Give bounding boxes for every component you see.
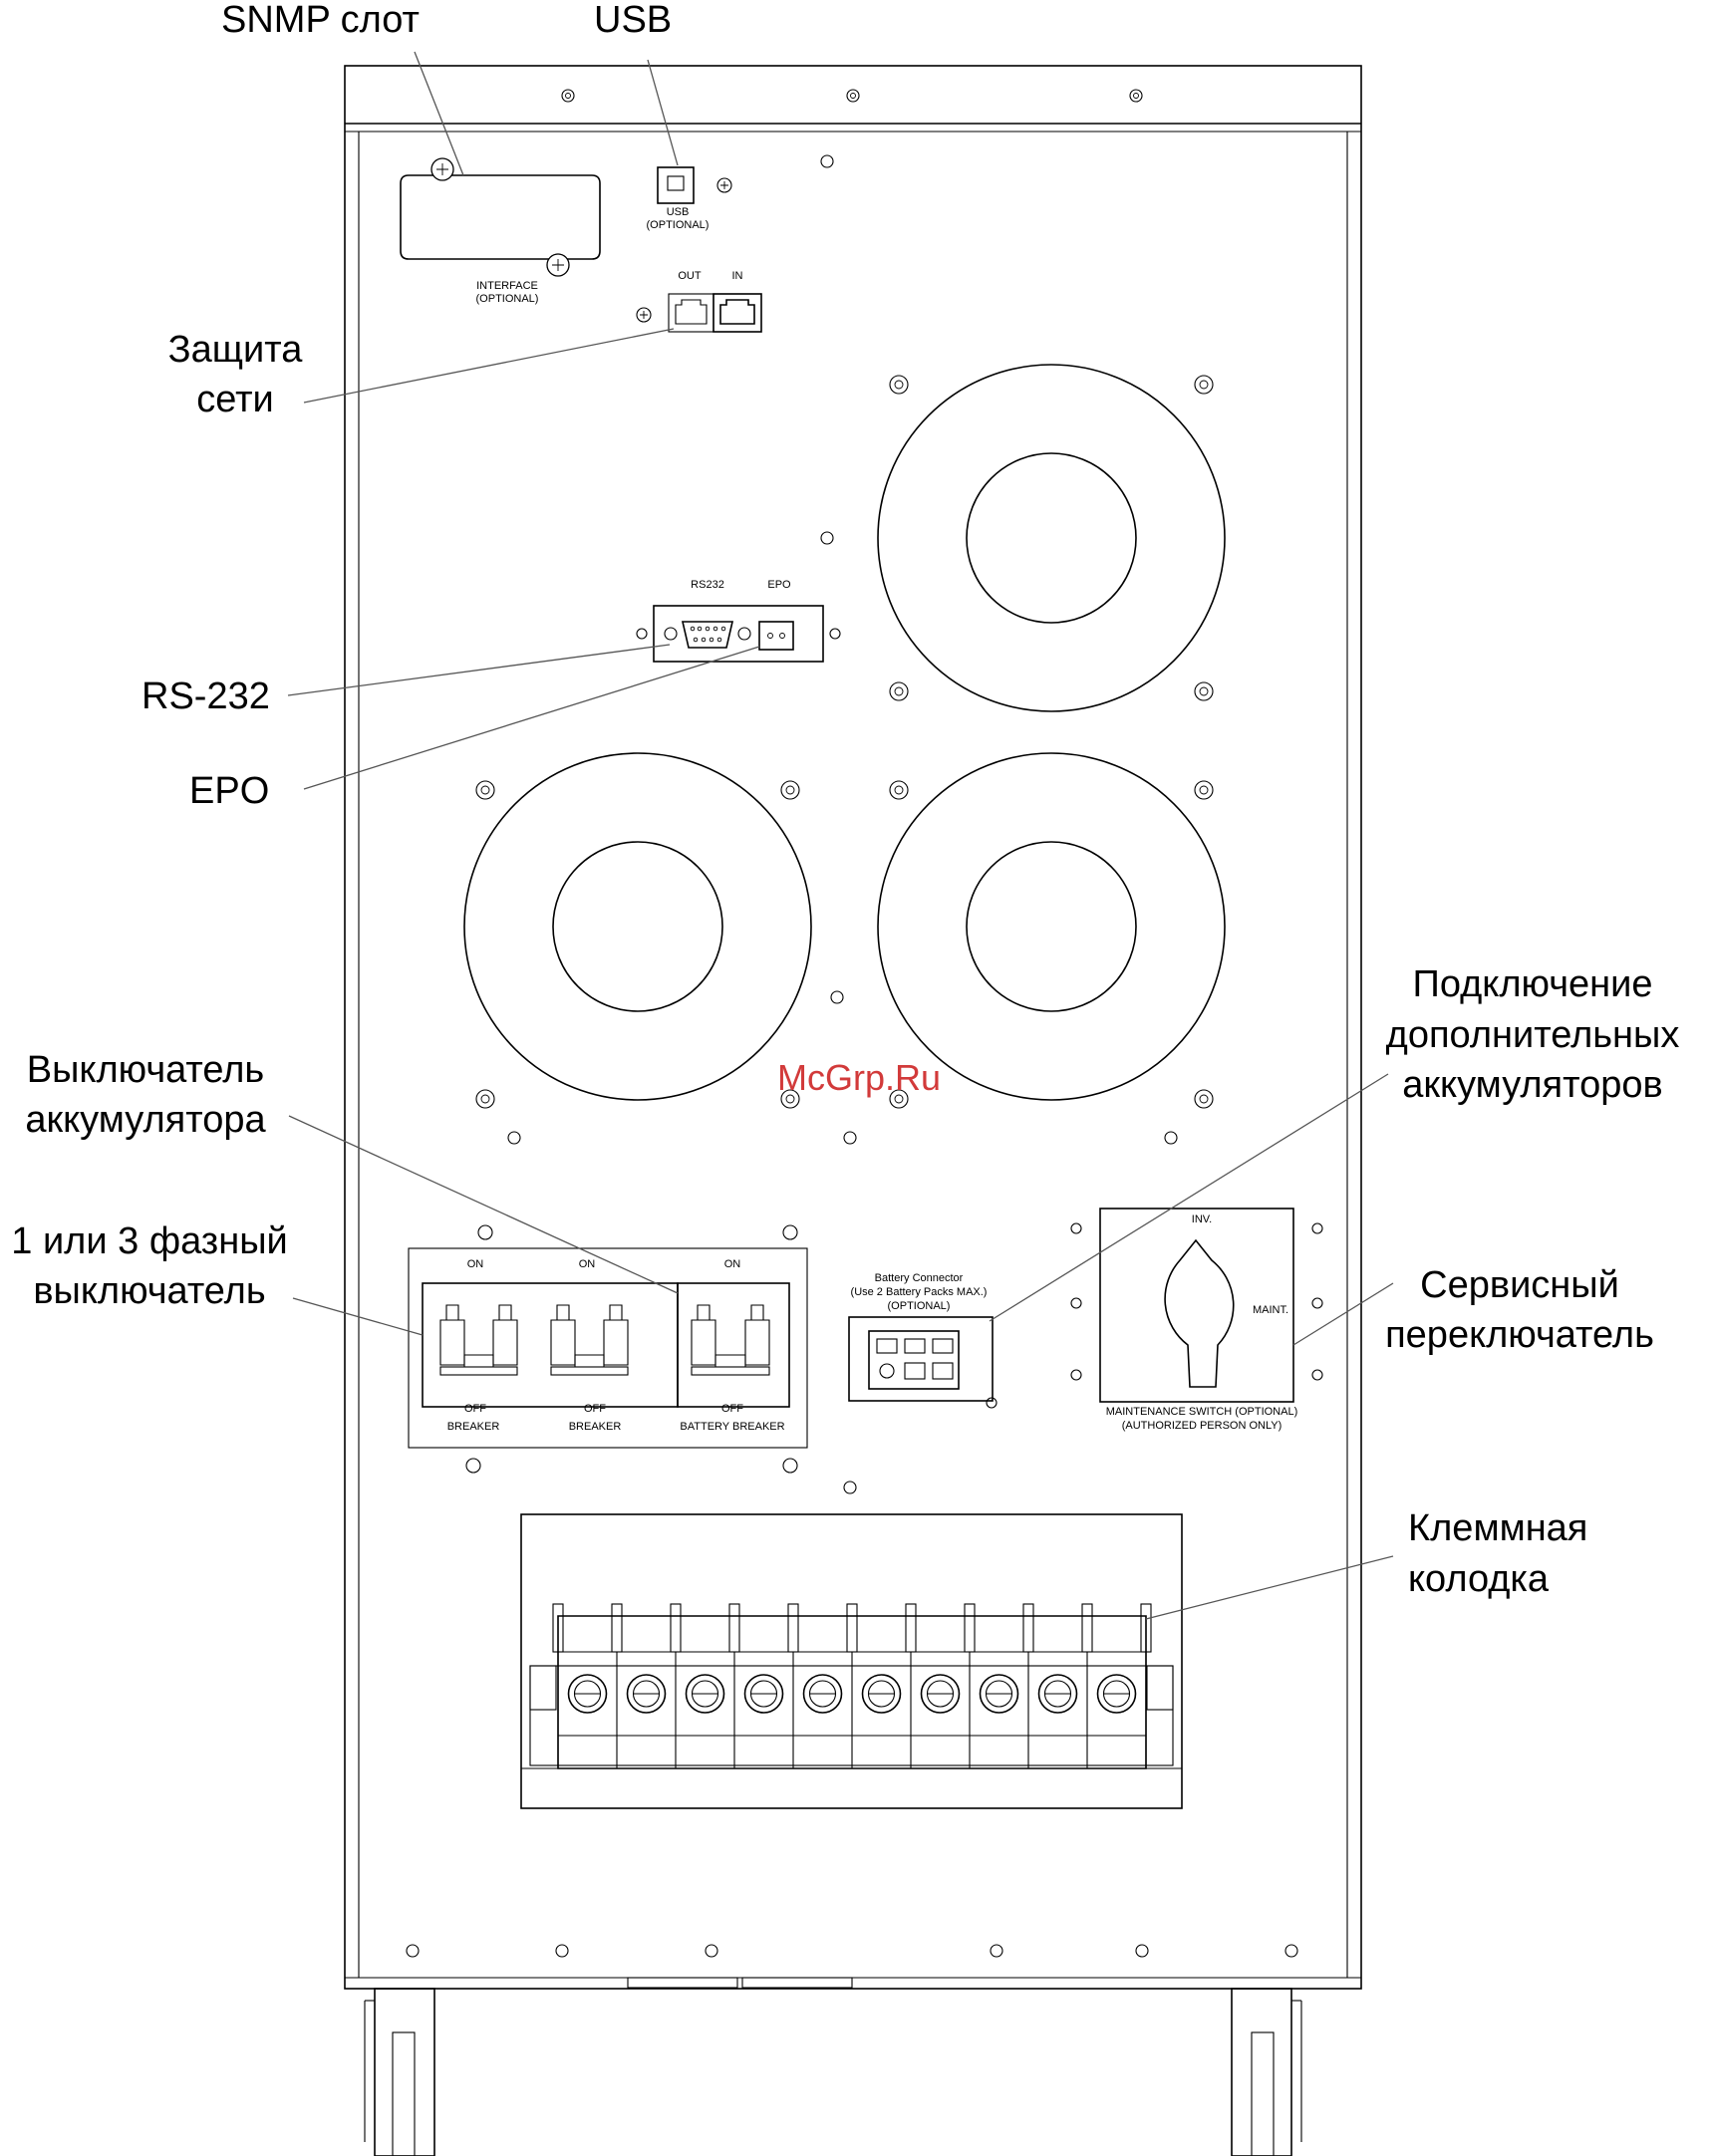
battery-connector-label: Battery Connector (875, 1272, 964, 1284)
battery-connector: Battery Connector (Use 2 Battery Packs M… (848, 1272, 998, 1409)
in-label: IN (732, 270, 743, 282)
maintenance-switch-knob[interactable] (1164, 1238, 1235, 1388)
battery-breaker[interactable] (677, 1282, 790, 1408)
terminal-fin (670, 1603, 682, 1653)
terminal-screw[interactable] (567, 1674, 608, 1714)
off-label-3: OFF (721, 1403, 743, 1415)
usb-port: USB (OPTIONAL) (647, 166, 732, 231)
phase-breaker-callout-1: 1 или 3 фазный (11, 1220, 288, 1262)
breaker-label-1: BREAKER (447, 1421, 500, 1433)
terminal-fin (728, 1603, 740, 1653)
interface-optional-label: (OPTIONAL) (476, 293, 539, 305)
caster-right (1231, 1988, 1302, 2156)
epo-callout: EPO (189, 770, 269, 812)
maintenance-switch-label: MAINTENANCE SWITCH (OPTIONAL) (1106, 1406, 1298, 1418)
top-rail-screws (561, 89, 1143, 103)
maintenance-switch: INV. MAINT. MAINTENANCE SWITCH (OPTIONAL… (1070, 1208, 1323, 1432)
fan-bottom-right (877, 752, 1226, 1109)
terminal-fin (905, 1603, 917, 1653)
terminal-fin (846, 1603, 858, 1653)
epo-panel-label: EPO (767, 579, 791, 591)
terminal-block (520, 1513, 1183, 1809)
breaker-panel: ON ON ON OFF OFF OFF BREAKER BREAKER BAT… (408, 1224, 808, 1474)
leader-lines (287, 51, 1394, 1620)
on-label-2: ON (579, 1258, 596, 1270)
on-label-3: ON (724, 1258, 741, 1270)
inv-label: INV. (1192, 1213, 1212, 1225)
off-label-2: OFF (584, 1403, 606, 1415)
terminal-screw[interactable] (1096, 1674, 1137, 1714)
service-switch-callout-2: переключатель (1385, 1314, 1654, 1356)
battery-breaker-label: BATTERY BREAKER (680, 1421, 784, 1433)
terminal-screw[interactable] (626, 1674, 667, 1714)
snmp-slot: INTERFACE (OPTIONAL) (400, 157, 601, 305)
off-label-1: OFF (464, 1403, 486, 1415)
terminal-fin (1022, 1603, 1034, 1653)
ups-cabinet (344, 65, 1362, 1990)
fan-bottom-left (463, 752, 812, 1109)
phase-breaker-callout-2: выключатель (33, 1270, 265, 1312)
terminal-fin (1081, 1603, 1093, 1653)
rs232-epo-panel: RS232 EPO (636, 579, 841, 663)
panel-holes (406, 154, 1298, 1958)
battery-breaker-callout-2: аккумулятора (25, 1099, 266, 1141)
usb-optional-label: (OPTIONAL) (647, 219, 710, 231)
authorized-person-label: (AUTHORIZED PERSON ONLY) (1122, 1420, 1283, 1432)
terminal-screw[interactable] (1037, 1674, 1078, 1714)
battery-connector-max-label: (Use 2 Battery Packs MAX.) (851, 1286, 988, 1298)
watermark: McGrp.Ru (777, 1057, 941, 1098)
interface-label: INTERFACE (476, 280, 538, 292)
battery-connector-socket[interactable] (868, 1330, 960, 1390)
service-switch-callout-1: Сервисный (1420, 1264, 1619, 1306)
breaker-label-2: BREAKER (569, 1421, 622, 1433)
fan-top-right (877, 364, 1226, 712)
battery-connector-optional-label: (OPTIONAL) (888, 1300, 951, 1312)
maint-label: MAINT. (1253, 1304, 1288, 1316)
usb-callout: USB (594, 0, 672, 41)
rs232-callout: RS-232 (142, 675, 270, 717)
caster-left (364, 1988, 435, 2156)
battery-ext-callout-1: Подключение (1413, 963, 1653, 1005)
snmp-slot-callout: SNMP слот (221, 0, 420, 41)
terminal-screw[interactable] (920, 1674, 961, 1714)
terminal-screw[interactable] (802, 1674, 843, 1714)
terminal-screw[interactable] (979, 1674, 1019, 1714)
battery-ext-callout-2: дополнительных (1386, 1014, 1680, 1056)
phase-breaker[interactable] (422, 1282, 679, 1408)
terminal-block-callout-2: колодка (1408, 1558, 1550, 1600)
callout-labels: SNMP слот USB Защита сети RS-232 EPO Под… (11, 0, 1679, 1600)
out-label: OUT (678, 270, 702, 282)
terminal-block-callout-1: Клеммная (1408, 1507, 1587, 1549)
terminal-fin (964, 1603, 976, 1653)
network-protection-callout-2: сети (196, 379, 274, 420)
on-label-1: ON (467, 1258, 484, 1270)
terminal-fin (611, 1603, 623, 1653)
terminal-screw[interactable] (743, 1674, 784, 1714)
network-protection-ports: OUT IN (636, 270, 762, 333)
network-protection-callout-1: Защита (168, 329, 304, 371)
terminal-fin (787, 1603, 799, 1653)
rs232-panel-label: RS232 (691, 579, 724, 591)
terminal-screw[interactable] (861, 1674, 902, 1714)
terminal-screw[interactable] (685, 1674, 725, 1714)
battery-ext-callout-3: аккумуляторов (1402, 1064, 1662, 1106)
battery-breaker-callout-1: Выключатель (27, 1049, 264, 1091)
usb-panel-label: USB (667, 206, 690, 218)
